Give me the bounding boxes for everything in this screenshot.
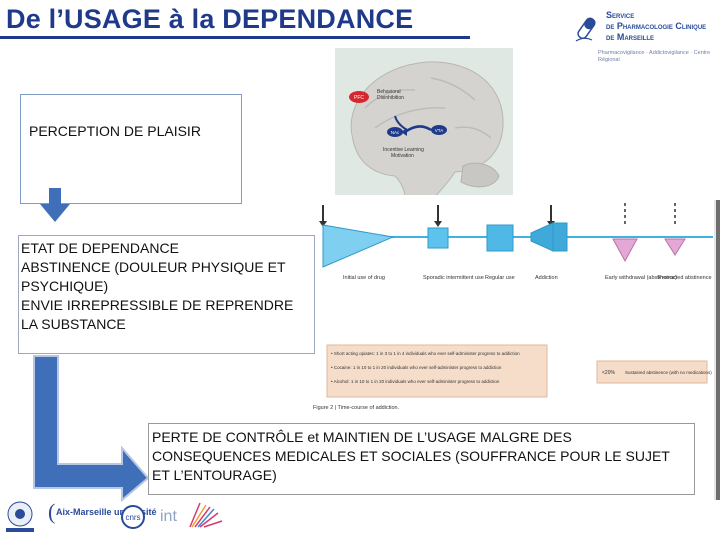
note-opiates: • Short acting opiates: 1 in 3 to 1 in 4… — [331, 351, 520, 356]
dependance-line-3: ENVIE IRREPRESSIBLE DE REPRENDRE LA SUBS… — [19, 296, 314, 334]
side-decoration — [676, 200, 720, 500]
stage-sporadic-use — [428, 228, 448, 248]
service-logo-subtitle: Pharmacovigilance · Addictovigilance · C… — [598, 50, 716, 64]
partner-logos: ( Aix-Marseille université cnrs int — [0, 497, 240, 540]
title-underline — [0, 36, 470, 39]
hospital-logo-icon — [6, 502, 34, 532]
svg-text:cnrs: cnrs — [125, 513, 140, 522]
stage-label-initial: Initial use of drug — [343, 275, 385, 281]
svg-text:int: int — [160, 508, 177, 525]
service-logo-text: Service de Pharmacologie Clinique de Mar… — [606, 10, 706, 43]
pfc-node: PFC — [349, 91, 369, 103]
arrow-turn-right-icon — [30, 352, 150, 502]
dependance-box: ETAT DE DEPENDANCE ABSTINENCE (DOULEUR P… — [18, 235, 315, 354]
perte-controle-text: PERTE DE CONTRÔLE et MAINTIEN DE L’USAGE… — [149, 424, 694, 489]
side-note-percent: <20% — [602, 370, 615, 376]
arrow-down-icon — [40, 188, 70, 222]
svg-text:(: ( — [48, 499, 55, 524]
nac-node: NAc — [387, 127, 403, 137]
svg-text:VTA: VTA — [435, 128, 443, 133]
page-title: De l’USAGE à la DEPENDANCE — [6, 4, 413, 35]
perte-controle-box: PERTE DE CONTRÔLE et MAINTIEN DE L’USAGE… — [148, 423, 695, 495]
note-alcohol: • Alcohol: 1 in 10 to 1 in 20 individual… — [331, 379, 500, 384]
service-logo: Service de Pharmacologie Clinique de Mar… — [570, 6, 718, 64]
dependance-line-1: ETAT DE DEPENDANCE — [19, 236, 314, 258]
int-logo: int — [160, 503, 222, 527]
vta-node: VTA — [431, 125, 447, 135]
stage-label-sporadic: Sporadic intermittent use — [423, 275, 484, 281]
addiction-timeline-figure: Initial use of drug Sporadic intermitten… — [313, 195, 720, 413]
cnrs-logo: cnrs — [122, 506, 144, 528]
dependance-line-2: ABSTINENCE (DOULEUR PHYSIQUE ET PSYCHIQU… — [19, 258, 314, 296]
stage-regular-use — [487, 225, 513, 251]
figure-caption: Figure 2 | Time-course of addiction. — [313, 405, 400, 411]
pharmacology-logo-icon — [574, 14, 604, 44]
stage-label-addiction: Addiction — [535, 275, 558, 281]
perception-text: PERCEPTION DE PLAISIR — [29, 123, 201, 139]
svg-text:NAc: NAc — [391, 130, 400, 135]
svg-text:PFC: PFC — [354, 95, 364, 101]
stage-label-regular: Regular use — [485, 275, 515, 281]
note-cocaine: • Cocaine: 1 in 10 to 1 in 20 individual… — [331, 365, 502, 370]
